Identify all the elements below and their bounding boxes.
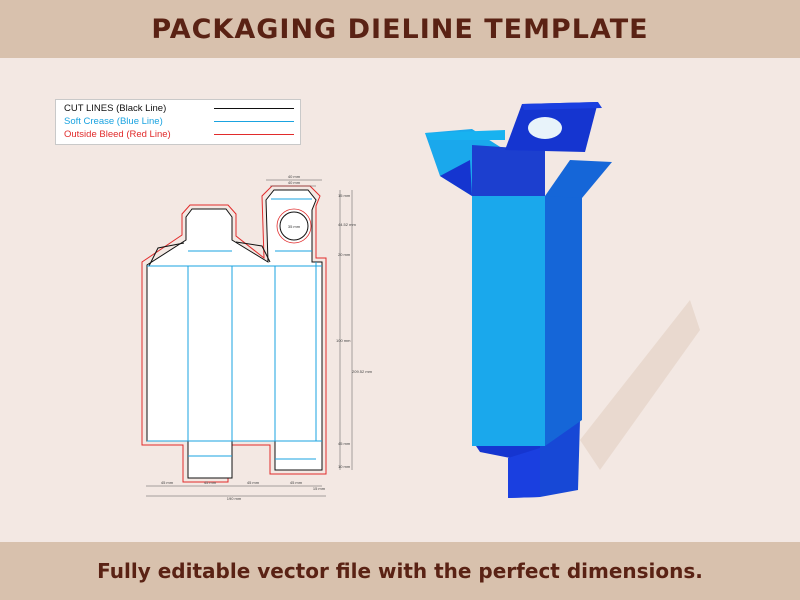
- dim-dust-gap: 20 mm: [338, 252, 351, 257]
- dust-flap-right: [235, 241, 271, 263]
- legend-soft-crease: Soft Crease (Blue Line): [64, 115, 300, 128]
- dim-panel-1: 45 mm: [161, 480, 174, 485]
- top-flap-front-edge: [425, 130, 505, 140]
- hole-dimension: 35 mm: [288, 224, 301, 229]
- dim-bottom-tuck: 10 mm: [338, 464, 351, 469]
- box-front-face: [472, 196, 545, 446]
- line-legend: CUT LINES (Black Line) Soft Crease (Blue…: [55, 99, 301, 145]
- dimension-annotations: [146, 179, 353, 497]
- dim-total-height: 209.52 mm: [352, 369, 373, 374]
- dust-flap-left: [148, 242, 185, 267]
- dim-body: 100 mm: [336, 338, 351, 343]
- top-tuck-lip: [522, 102, 602, 110]
- top-flap-left-dust: [440, 160, 472, 196]
- cut-outline: [146, 189, 323, 479]
- crease-lines: [147, 198, 322, 460]
- box-shadow: [580, 300, 700, 470]
- dim-bottom-flap: 45 mm: [338, 441, 351, 446]
- dim-panel-4: 45 mm: [290, 480, 303, 485]
- legend-crease-swatch: [214, 121, 294, 122]
- top-flap-right-dust: [545, 160, 612, 198]
- dim-glue: 15 mm: [313, 486, 326, 491]
- dim-top-inner: 40 mm: [288, 180, 301, 185]
- legend-bleed-swatch: [214, 134, 294, 135]
- dim-top-outer: 40 mm: [288, 174, 301, 179]
- title-banner: PACKAGING DIELINE TEMPLATE: [0, 0, 800, 58]
- legend-outside-bleed: Outside Bleed (Red Line): [64, 128, 300, 141]
- legend-cut-lines: CUT LINES (Black Line): [64, 102, 300, 115]
- box-side-face: [545, 190, 582, 446]
- dim-total-width: 190 mm: [227, 496, 242, 501]
- hang-hole-bleed: [276, 208, 312, 244]
- hang-hole: [279, 211, 309, 241]
- top-flap-front-left: [425, 129, 505, 196]
- dim-tuck: 15 mm: [338, 193, 351, 198]
- legend-cut-label: CUT LINES (Black Line): [64, 103, 167, 114]
- dim-panel-3: 45 mm: [247, 480, 260, 485]
- top-flap-inside: [472, 145, 545, 196]
- legend-bleed-label: Outside Bleed (Red Line): [64, 129, 171, 140]
- legend-cut-swatch: [214, 108, 294, 109]
- bottom-flap-lip: [508, 448, 540, 498]
- hang-hole-3d: [528, 117, 562, 139]
- footer-caption: Fully editable vector file with the perf…: [97, 559, 703, 583]
- bleed-outline: [141, 185, 327, 483]
- dim-top-flap: 44.52 mm: [338, 222, 356, 227]
- dim-panel-2: 45 mm: [204, 480, 217, 485]
- legend-crease-label: Soft Crease (Blue Line): [64, 116, 163, 127]
- page-title: PACKAGING DIELINE TEMPLATE: [151, 13, 649, 45]
- caption-banner: Fully editable vector file with the perf…: [0, 542, 800, 600]
